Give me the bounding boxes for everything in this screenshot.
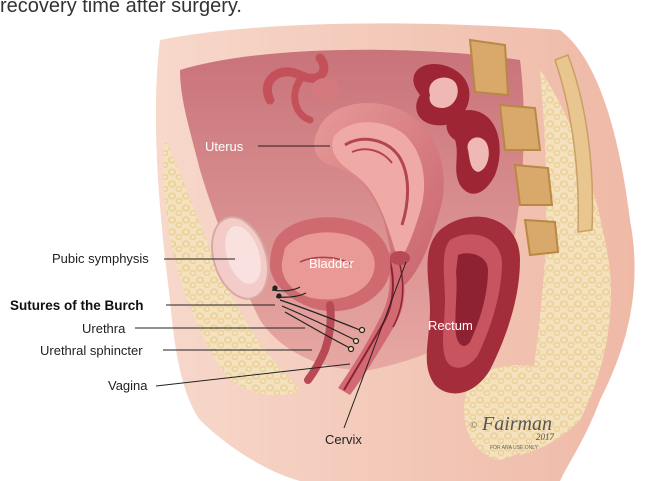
- label-bladder: Bladder: [309, 256, 354, 271]
- page-heading: recovery time after surgery.: [0, 0, 242, 17]
- svg-text:2017: 2017: [536, 432, 555, 442]
- svg-text:FOR ANA USE ONLY: FOR ANA USE ONLY: [490, 445, 539, 451]
- label-urethral-sphincter: Urethral sphincter: [40, 343, 143, 358]
- label-rectum: Rectum: [428, 318, 473, 333]
- label-vagina: Vagina: [108, 378, 148, 393]
- label-pubic-symphysis: Pubic symphysis: [52, 251, 149, 266]
- svg-text:©: ©: [470, 420, 477, 430]
- label-uterus: Uterus: [205, 139, 244, 154]
- label-urethra: Urethra: [82, 321, 126, 336]
- label-cervix: Cervix: [325, 432, 362, 447]
- label-sutures: Sutures of the Burch: [10, 298, 144, 313]
